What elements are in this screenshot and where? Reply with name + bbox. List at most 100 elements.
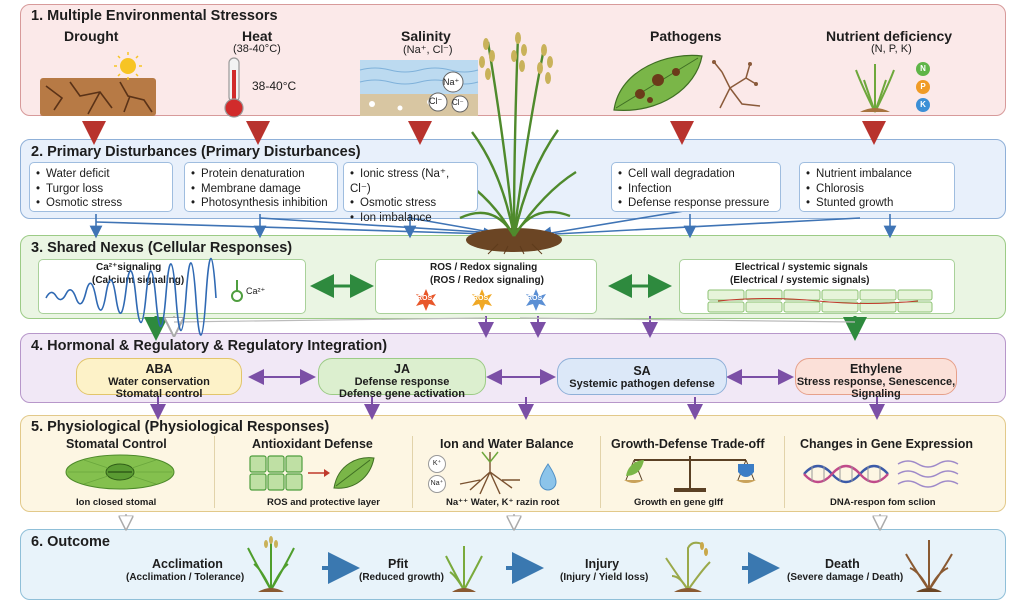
section-3-title: 3. Shared Nexus (Cellular Responses)	[31, 240, 293, 256]
aba-line: Stomatal control	[115, 388, 203, 400]
acclimation-subtitle: (Acclimation / Tolerance)	[126, 572, 245, 583]
death-subtitle: (Severe damage / Death)	[787, 572, 904, 583]
calcium-title: Ca²⁺signaling	[96, 262, 162, 273]
heat-label: Heat	[242, 28, 273, 44]
calcium-channel-icon	[231, 280, 243, 302]
column-divider	[412, 436, 413, 508]
pathogen-disturbance-item: Defense response pressure	[618, 196, 774, 211]
ethylene-name: Ethylene	[849, 362, 903, 376]
gene-title: Changes in Gene Expression	[800, 437, 973, 451]
nutrient-disturbance-item: Chlorosis	[806, 182, 948, 197]
tradeoff-caption: Growth en gene glff	[634, 497, 724, 508]
stressors-panel: 1. Multiple Environmental Stressors	[20, 4, 1006, 116]
drought-label: Drought	[64, 28, 119, 44]
gene-caption: DNA-respon fom sclion	[830, 497, 936, 508]
physiological-panel: 5. Physiological (Physiological Response…	[20, 415, 1006, 512]
ros-badge: ROS	[417, 295, 433, 302]
acclimation-title: Acclimation	[152, 557, 223, 571]
reduced-plant-icon	[445, 546, 483, 592]
ja-name: JA	[394, 362, 410, 376]
thermometer-icon	[224, 57, 244, 118]
injury-subtitle: (Injury / Yield loss)	[560, 572, 649, 583]
section-6-title: 6. Outcome	[31, 534, 110, 550]
section-4-title: 4. Hormonal & Regulatory & Regulatory In…	[31, 338, 388, 354]
ethylene-line: Signaling	[851, 388, 901, 400]
column-divider	[214, 436, 215, 508]
healthy-plant-icon	[247, 536, 295, 592]
calcium-wave-icon	[45, 257, 217, 336]
heat-disturbance-item: Photosynthesis inhibition	[191, 196, 331, 211]
dna-helix-icon	[803, 460, 959, 488]
ja-line: Defense response	[354, 376, 450, 388]
na-ion: Na⁺	[443, 77, 460, 87]
ros-subtitle: (ROS / Redox signaling)	[430, 275, 544, 286]
pathogen-disturbance-item: Cell wall degradation	[618, 167, 774, 182]
column-divider	[600, 436, 601, 508]
k-ion-badge: K⁺	[428, 455, 446, 473]
aba-line: Water conservation	[108, 376, 210, 388]
ionwater-caption: Na⁺⁺ Water, K⁺ razin root	[446, 497, 560, 508]
cracked-soil-icon	[40, 52, 156, 116]
sa-line: Systemic pathogen defense	[569, 378, 715, 390]
pathogen-disturbance-box: Cell wall degradation Infection Defense …	[611, 162, 781, 212]
section-1-title: 1. Multiple Environmental Stressors	[31, 8, 278, 24]
salinity-disturbance-item: Ionic stress (Na⁺, Cl⁻)	[350, 167, 471, 196]
cell-chain-icon	[707, 289, 933, 313]
thermometer-reading: 38-40°C	[252, 79, 297, 93]
stomatal-title: Stomatal Control	[66, 437, 167, 451]
nutrient-disturbance-item: Nutrient imbalance	[806, 167, 948, 182]
drought-disturbance-item: Water deficit	[36, 167, 166, 182]
na-ion-badge: Na⁺	[428, 475, 446, 493]
column-divider	[784, 436, 785, 508]
root-water-icon	[459, 451, 557, 495]
salinity-disturbance-item: Osmotic stress	[350, 196, 471, 211]
rice-plant-illustration	[451, 32, 577, 255]
salinity-label: Salinity	[401, 28, 451, 44]
sa-hormone-box: SA Systemic pathogen defense	[557, 358, 727, 395]
stomatal-caption: Ion closed stomal	[76, 497, 157, 508]
ros-signaling-box	[375, 259, 597, 314]
nutrient-elements: (N, P, K)	[871, 43, 912, 55]
sa-name: SA	[633, 364, 651, 378]
section-2-title: 2. Primary Disturbances (Primary Disturb…	[31, 144, 361, 160]
saline-water-icon	[359, 60, 479, 116]
ja-line: Defense gene activation	[339, 388, 465, 400]
calcium-subtitle: (Calcium signaling)	[92, 275, 185, 286]
heat-disturbance-item: Protein denaturation	[191, 167, 331, 182]
calcium-ion: Ca²⁺	[246, 286, 266, 296]
pfit-subtitle: (Reduced growth)	[359, 572, 444, 583]
heat-disturbance-item: Membrane damage	[191, 182, 331, 197]
section-5-title: 5. Physiological (Physiological Response…	[31, 419, 330, 435]
salinity-disturbance-box: Ionic stress (Na⁺, Cl⁻) Osmotic stress I…	[343, 162, 478, 224]
aba-name: ABA	[145, 362, 173, 376]
ethylene-hormone-box: Ethylene Stress response, Senescence, Si…	[795, 358, 957, 400]
ethylene-line: Stress response, Senescence,	[796, 376, 956, 388]
injured-plant-icon	[665, 541, 711, 592]
ros-title: ROS / Redox signaling	[430, 262, 538, 273]
heat-range: (38-40°C)	[233, 43, 281, 55]
antioxidant-caption: ROS and protective layer	[267, 497, 380, 508]
electrical-subtitle: (Electrical / systemic signals)	[730, 275, 870, 286]
pfit-title: Pfit	[388, 557, 409, 571]
pathogens-label: Pathogens	[650, 28, 722, 44]
antioxidant-cells-icon	[249, 455, 375, 491]
cl-ion-2: Cl⁻	[452, 98, 464, 107]
salinity-ions: (Na⁺, Cl⁻)	[403, 44, 453, 56]
ja-hormone-box: JA Defense response Defense gene activat…	[318, 358, 486, 400]
aba-hormone-box: ABA Water conservation Stomatal control	[76, 358, 242, 400]
ros-burst-icons	[416, 289, 546, 311]
tradeoff-title: Growth-Defense Trade-off	[611, 437, 765, 451]
salinity-disturbance-item: Ion imbalance	[350, 211, 471, 226]
nitrogen-badge: N	[916, 62, 930, 76]
nutrient-disturbance-box: Nutrient imbalance Chlorosis Stunted gro…	[799, 162, 955, 212]
death-title: Death	[825, 557, 860, 571]
cl-ion: Cl⁻	[429, 96, 443, 106]
drought-disturbance-item: Osmotic stress	[36, 196, 166, 211]
balance-scale-icon	[624, 456, 756, 492]
potassium-badge: K	[916, 98, 930, 112]
nutrient-label: Nutrient deficiency	[826, 28, 953, 44]
injury-title: Injury	[585, 557, 620, 571]
drought-disturbance-item: Turgor loss	[36, 182, 166, 197]
electrical-title: Electrical / systemic signals	[735, 262, 868, 273]
nutrient-disturbance-item: Stunted growth	[806, 196, 948, 211]
